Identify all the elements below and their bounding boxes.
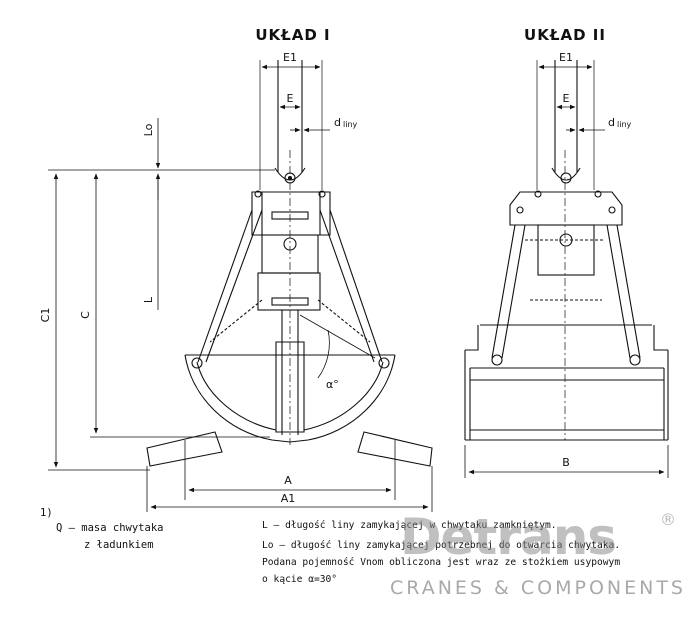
label-a1: A1 bbox=[281, 492, 296, 505]
label-b: B bbox=[562, 456, 570, 469]
label-l: L bbox=[142, 296, 155, 303]
label-alpha: α° bbox=[326, 378, 339, 391]
label-c1: C1 bbox=[39, 308, 52, 323]
label-d-layout-2: d bbox=[608, 116, 615, 129]
label-a: A bbox=[284, 474, 292, 487]
brand-tagline: CRANES & COMPONENTS bbox=[390, 577, 686, 599]
title-layout-1: UKŁAD I bbox=[255, 26, 330, 44]
note-q-line-1: Q – masa chwytaka bbox=[56, 522, 164, 534]
label-e-layout-2: E bbox=[563, 92, 570, 105]
note-l-description: L – długość liny zamykającej w chwytaku … bbox=[262, 520, 557, 531]
note-q-line-2: z ładunkiem bbox=[84, 539, 154, 551]
layout-1-dimensions bbox=[48, 64, 433, 512]
label-e-layout-1: E bbox=[287, 92, 294, 105]
footnote-marker: 1) bbox=[40, 507, 53, 519]
label-d-sub-layout-2: liny bbox=[617, 120, 632, 129]
layout-2-dimensions bbox=[464, 64, 669, 478]
layout-2-grab bbox=[464, 60, 669, 441]
note-capacity-line-2: o kącie α=30° bbox=[262, 574, 338, 585]
brand-registered-mark: ® bbox=[660, 510, 676, 529]
label-lo: Lo bbox=[142, 123, 155, 136]
note-lo-description: Lo – długość liny zamykającej potrzebnej… bbox=[262, 540, 621, 551]
title-layout-2: UKŁAD II bbox=[524, 26, 606, 44]
label-c: C bbox=[79, 311, 92, 319]
note-capacity-line-1: Podana pojemność Vnom obliczona jest wra… bbox=[262, 557, 621, 568]
brand-watermark-logo: Detrans bbox=[400, 508, 617, 566]
label-e1-layout-2: E1 bbox=[559, 51, 573, 64]
label-d-layout-1: d bbox=[334, 116, 341, 129]
label-d-sub-layout-1: liny bbox=[343, 120, 358, 129]
layout-1-grab bbox=[146, 60, 433, 467]
label-e1-layout-1: E1 bbox=[283, 51, 297, 64]
